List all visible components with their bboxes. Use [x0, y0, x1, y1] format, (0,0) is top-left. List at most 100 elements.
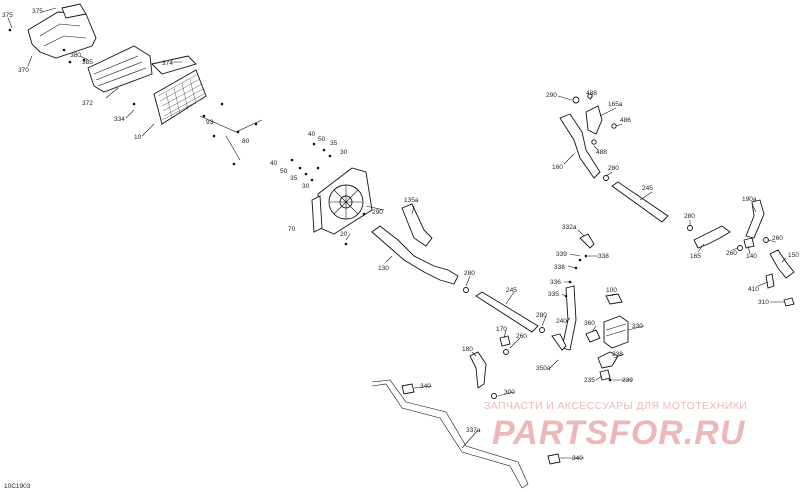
callout-245a: 245 [506, 287, 517, 294]
radiator-10 [153, 69, 207, 125]
callout-280b: 280 [608, 165, 619, 172]
clamp-280b [603, 175, 609, 181]
callout-337a: 337a [466, 427, 481, 434]
leader-lines-a [199, 115, 263, 161]
cap-290b [572, 96, 580, 104]
callout-339: 339 [556, 251, 567, 258]
callout-332a: 332a [562, 224, 577, 231]
panel-372 [87, 45, 153, 93]
callout-374: 374 [162, 60, 173, 67]
callout-239: 239 [622, 377, 633, 384]
callout-160: 160 [552, 164, 563, 171]
hose-150 [769, 249, 795, 279]
part-235 [599, 369, 611, 381]
bracket-238 [597, 351, 619, 369]
hose-135a [401, 203, 433, 247]
callout-280a: 280 [464, 270, 475, 277]
clamp-280d [539, 327, 545, 333]
watermark: ЗАПЧАСТИ И АКСЕССУАРЫ ДЛЯ МОТОТЕХНИКИ PA… [484, 400, 747, 452]
callout-40a: 40 [308, 131, 316, 138]
callout-338a: 338 [598, 253, 609, 260]
callout-340b: 340 [572, 455, 583, 462]
hose-165 [693, 225, 731, 249]
callout-488b: 488 [596, 149, 607, 156]
callout-300: 300 [504, 389, 515, 396]
callout-280c: 280 [684, 213, 695, 220]
callout-235: 235 [584, 377, 595, 384]
clamp-280c [687, 225, 693, 231]
pipe-245b [611, 181, 669, 223]
bolts-group-a [8, 28, 258, 166]
clip-310 [783, 297, 795, 307]
callout-190a: 190a [742, 196, 757, 203]
callout-380: 380 [70, 52, 81, 59]
fitting-340a [401, 383, 415, 395]
callout-70: 70 [288, 226, 296, 233]
callout-372: 372 [82, 100, 93, 107]
callout-350a: 350a [536, 365, 551, 372]
clamp-260a [737, 245, 743, 251]
fitting-340b [547, 453, 561, 465]
shield-370 [27, 3, 97, 59]
callout-30b: 30 [302, 183, 310, 190]
callout-260a: 260 [726, 250, 737, 257]
callout-150: 150 [788, 252, 799, 259]
callout-338b: 338 [554, 264, 565, 271]
callout-334: 334 [114, 116, 125, 123]
callout-35b: 35 [290, 175, 298, 182]
callout-130: 130 [378, 265, 389, 272]
callout-335: 335 [548, 291, 559, 298]
callout-100: 100 [606, 287, 617, 294]
pipe-245a [475, 291, 539, 333]
clamp-486 [611, 123, 617, 129]
hose-350a [551, 333, 567, 351]
callout-40b: 40 [270, 160, 278, 167]
callout-280d: 280 [536, 312, 547, 319]
callout-135a: 135a [404, 197, 419, 204]
hose-180 [469, 351, 487, 389]
watermark-brand: PARTSFOR.RU [492, 414, 746, 452]
hose-165a [585, 105, 603, 135]
part-140 [743, 237, 755, 249]
callout-486: 486 [620, 117, 631, 124]
callout-240: 240 [556, 318, 567, 325]
callout-260b: 260 [772, 235, 783, 242]
callout-260c: 260 [516, 333, 527, 340]
callout-238: 238 [612, 351, 623, 358]
callout-140: 140 [746, 253, 757, 260]
callout-35a: 35 [330, 140, 338, 147]
callout-245b: 245 [642, 185, 653, 192]
hose-160 [559, 113, 601, 179]
ring-488a [587, 93, 593, 99]
cap-360 [585, 329, 601, 343]
hose-332a [579, 233, 595, 249]
clamp-260c [503, 349, 509, 355]
bolt-239 [608, 378, 612, 382]
callout-30a: 30 [340, 149, 348, 156]
callout-50a: 50 [318, 136, 326, 143]
callout-336: 336 [550, 279, 561, 286]
callout-410: 410 [748, 286, 759, 293]
callout-165: 165 [690, 253, 701, 260]
callout-180: 180 [462, 346, 473, 353]
clamp-300 [491, 393, 497, 399]
hose-130 [371, 225, 459, 285]
pipe-337a [371, 379, 529, 489]
fitting-170 [499, 335, 511, 347]
bolts-group-b [290, 142, 366, 246]
callout-labels: 375 375 370 380 385 372 374 334 10 93 80… [2, 8, 799, 462]
callout-370: 370 [18, 67, 29, 74]
clamp-280a [463, 287, 469, 293]
screen-374 [151, 55, 197, 75]
hose-190a [745, 199, 765, 239]
callout-310: 310 [758, 299, 769, 306]
callout-170: 170 [496, 326, 507, 333]
callout-10: 10 [134, 134, 142, 141]
callout-375a: 375 [32, 8, 43, 15]
cap-100 [605, 293, 623, 305]
watermark-subtitle: ЗАПЧАСТИ И АКСЕССУАРЫ ДЛЯ МОТОТЕХНИКИ [484, 400, 747, 412]
reservoir-330 [603, 315, 629, 349]
callout-290a: 290 [372, 209, 383, 216]
diagram-id: 10C1903 [4, 483, 31, 490]
